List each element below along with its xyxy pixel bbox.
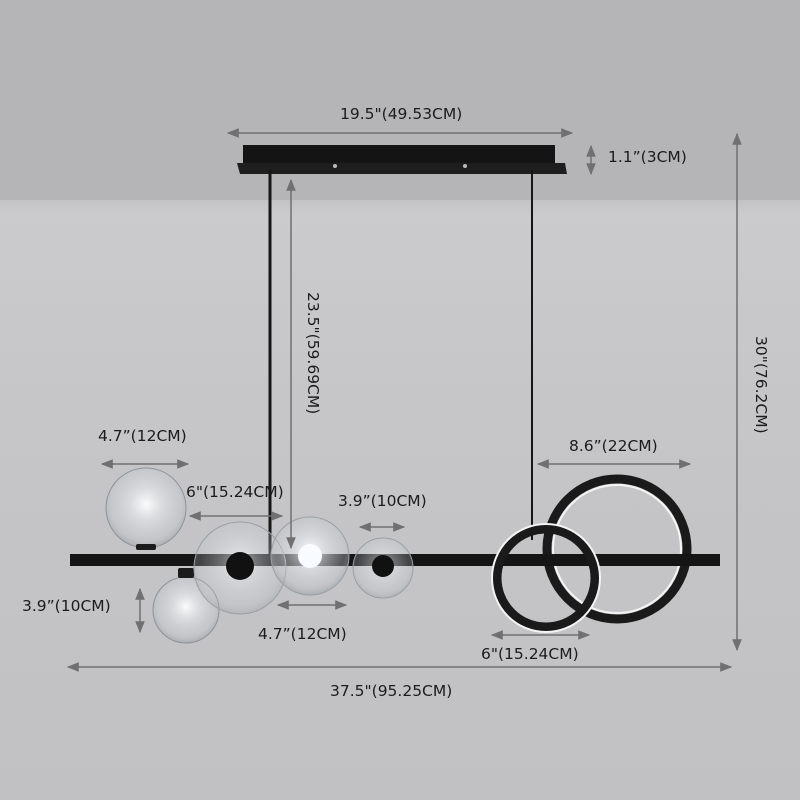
glass-globe-center <box>270 516 350 596</box>
rod-length-label: 23.5"(59.69CM) <box>304 292 322 415</box>
dimension-lines <box>66 128 742 672</box>
glass-globe-right <box>352 537 414 599</box>
globe-top-left-label: 4.7”(12CM) <box>98 427 187 445</box>
glass-globe-center-left <box>193 521 287 615</box>
canopy-width-label: 19.5"(49.53CM) <box>340 105 463 123</box>
globe-spacing-label: 6"(15.24CM) <box>186 483 284 501</box>
canopy-height-label: 1.1”(3CM) <box>608 148 687 166</box>
ring-small-label: 6"(15.24CM) <box>481 645 579 663</box>
led-ring-large <box>542 474 692 624</box>
ring-large-label: 8.6”(22CM) <box>569 437 658 455</box>
total-height-label: 30"(76.2CM) <box>752 336 770 434</box>
globe-bottom-height-label: 3.9”(10CM) <box>22 597 111 615</box>
globe-small-label: 3.9”(10CM) <box>338 492 427 510</box>
glass-globe-top-left <box>105 467 187 550</box>
total-length-label: 37.5"(95.25CM) <box>330 682 453 700</box>
canopy <box>237 145 567 174</box>
globe-center-label: 4.7”(12CM) <box>258 625 347 643</box>
